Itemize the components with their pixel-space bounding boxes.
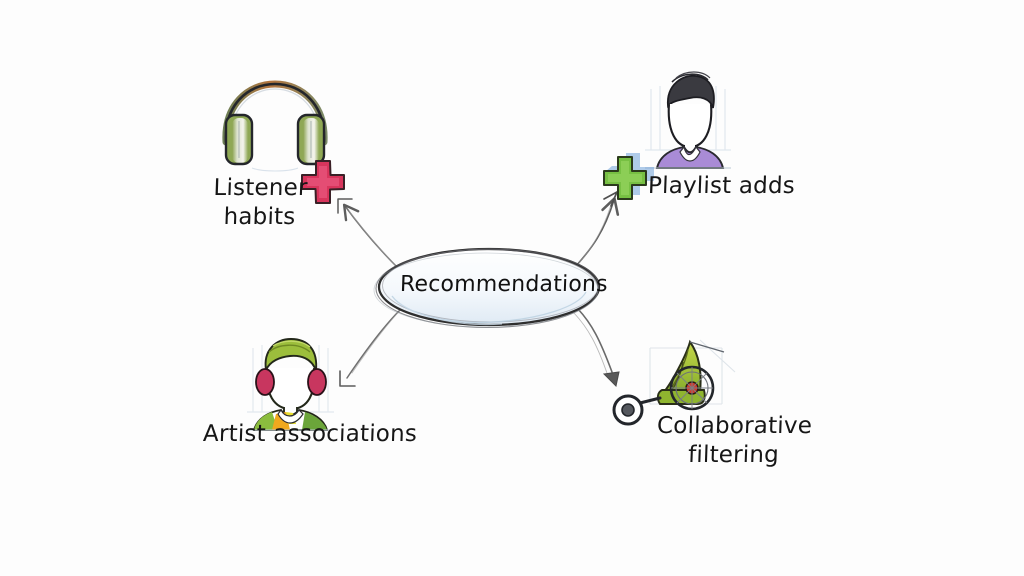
arrow-center-to-artist-associations [339,305,405,387]
person-avatar-icon [645,71,731,169]
person-headphones-icon [247,338,334,431]
node-label-artist-associations: Artist associations [202,421,418,447]
arrow-center-to-playlist-adds [571,191,620,272]
bike-trailer-icon [612,339,736,426]
arrow-center-to-listener-habits [337,198,403,273]
plus-icon-red [301,160,345,204]
node-label-collaborative-filtering: Collaborative filtering [656,413,813,469]
center-node-label: Recommendations [399,272,609,297]
plus-icon-green [603,153,654,200]
center-ellipse[interactable] [373,247,601,329]
headphones-icon [222,80,328,172]
arrow-center-to-collaborative-filtering [573,308,620,388]
node-label-listener-habits: Listener habits [213,175,309,231]
node-label-playlist-adds: Playlist adds [647,173,796,199]
